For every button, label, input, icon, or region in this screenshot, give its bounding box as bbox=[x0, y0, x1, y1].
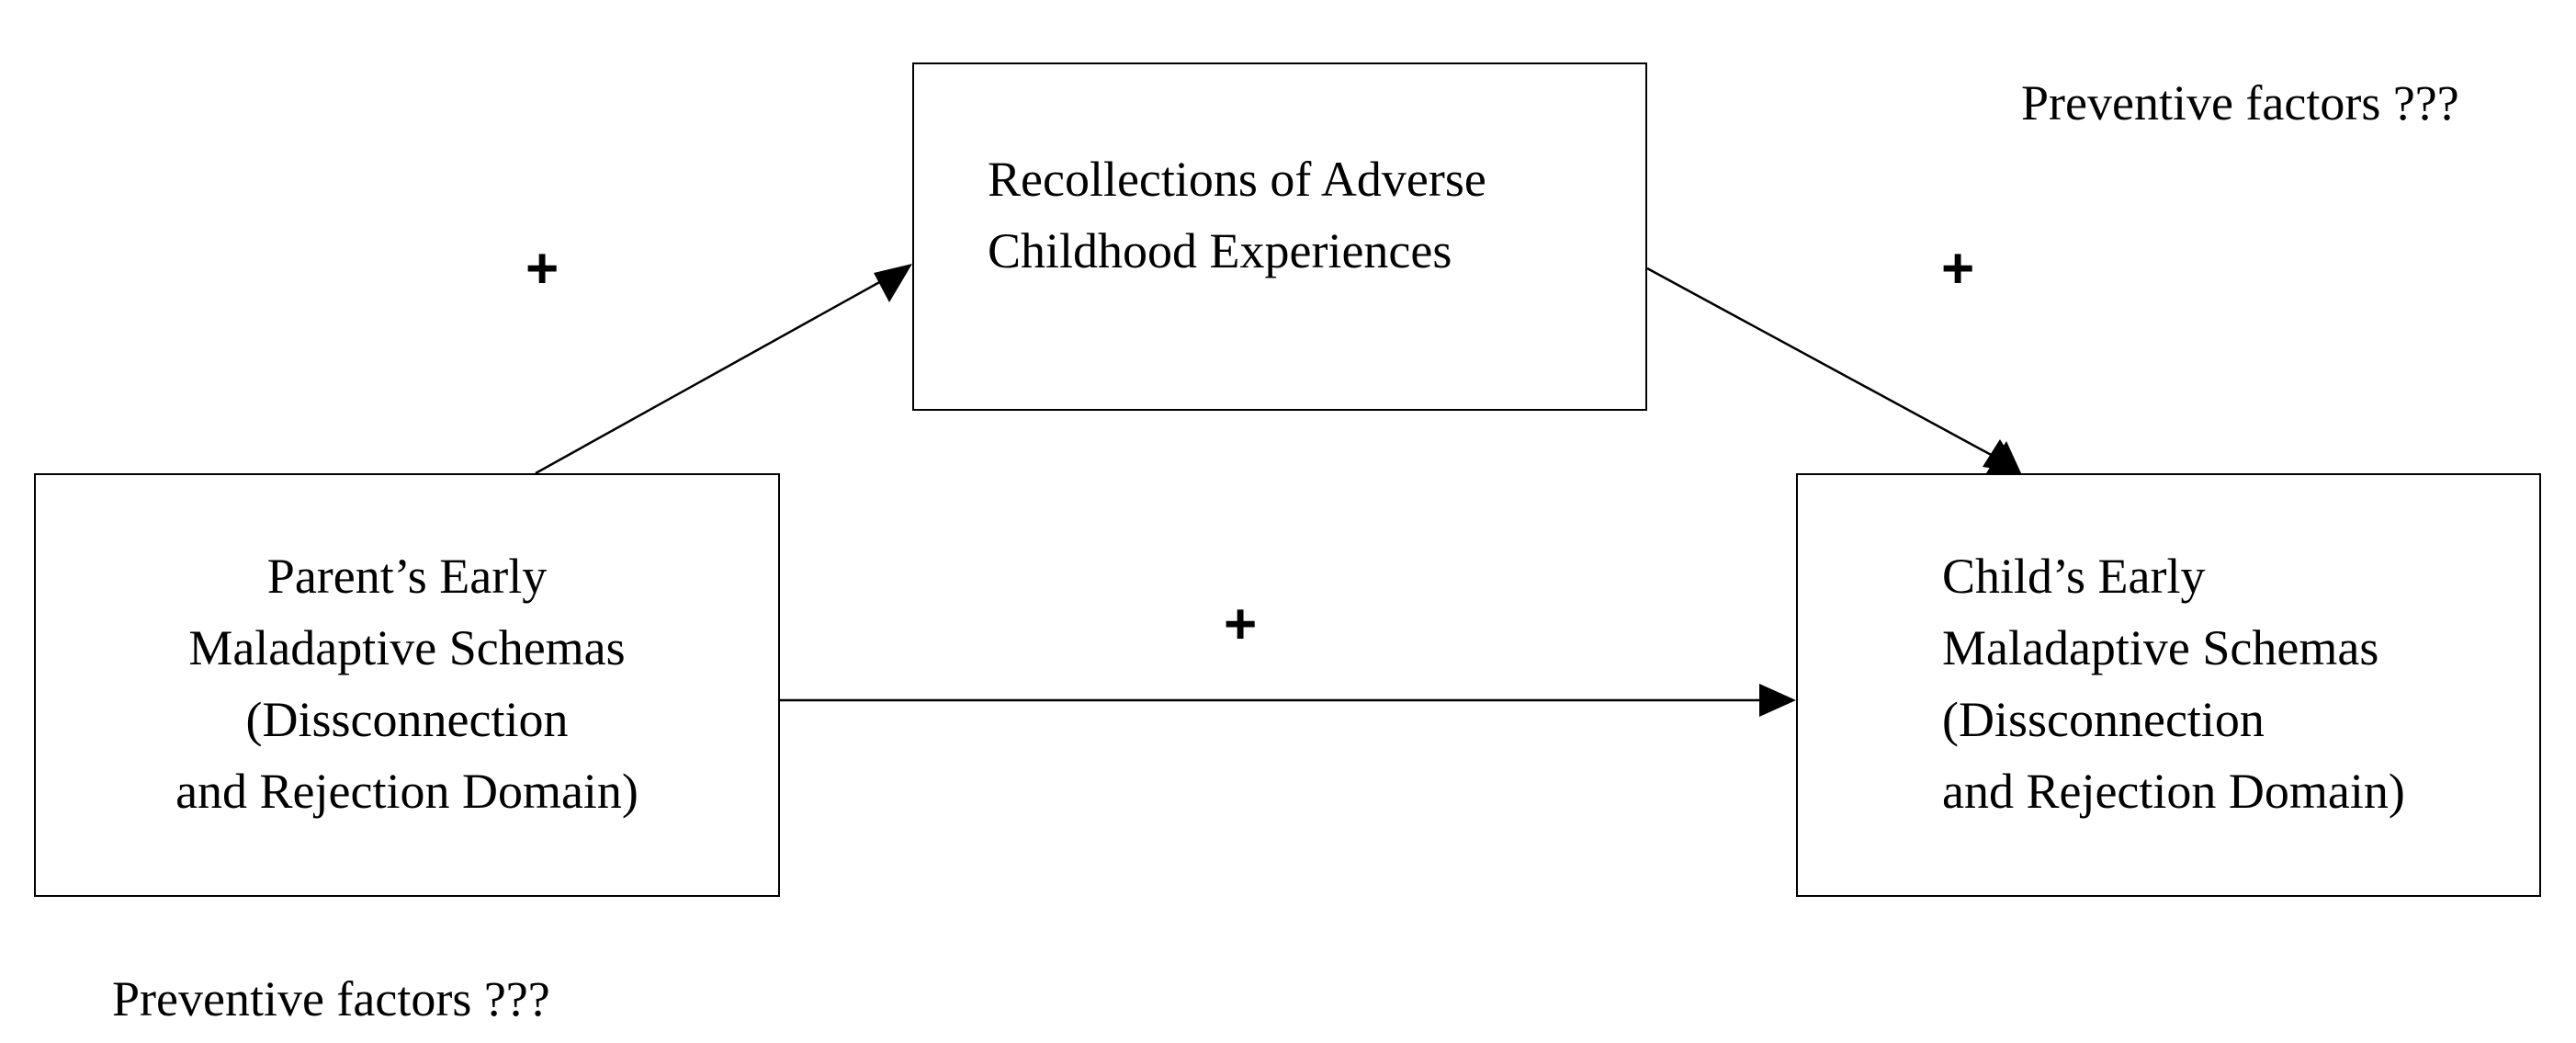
child-label-line: Maladaptive Schemas bbox=[1942, 620, 2379, 675]
mediator-box: Recollections of Adverse Childhood Exper… bbox=[912, 62, 1647, 411]
child-schemas-label: Child’s Early Maladaptive Schemas (Dissc… bbox=[1942, 540, 2405, 827]
sign-parent-to-mediator: + bbox=[525, 237, 559, 300]
child-label-line: (Dissconnection bbox=[1942, 692, 2265, 747]
child-label-line: and Rejection Domain) bbox=[1942, 764, 2405, 819]
mediator-label-line: Recollections of Adverse bbox=[988, 152, 1486, 207]
parent-label-line: (Dissconnection bbox=[245, 692, 569, 747]
parent-schemas-box: Parent’s Early Maladaptive Schemas (Diss… bbox=[34, 473, 780, 897]
child-schemas-box: Child’s Early Maladaptive Schemas (Dissc… bbox=[1796, 473, 2541, 897]
preventive-factors-note-top: Preventive factors ??? bbox=[2021, 75, 2459, 130]
parent-label-line: and Rejection Domain) bbox=[175, 764, 638, 819]
parent-label-line: Maladaptive Schemas bbox=[188, 620, 626, 675]
child-label-line: Child’s Early bbox=[1942, 549, 2206, 604]
sign-parent-to-child: + bbox=[1224, 593, 1258, 656]
parent-schemas-label: Parent’s Early Maladaptive Schemas (Diss… bbox=[36, 540, 778, 827]
arrow-mediator-to-child bbox=[1646, 266, 2021, 473]
arrow-parent-to-child bbox=[780, 684, 1796, 717]
parent-label-line: Parent’s Early bbox=[266, 549, 548, 604]
sign-mediator-to-child: + bbox=[1941, 237, 1975, 300]
arrow-parent-to-mediator bbox=[535, 264, 912, 475]
mediator-label-line: Childhood Experiences bbox=[988, 223, 1452, 278]
preventive-factors-note-bottom: Preventive factors ??? bbox=[112, 971, 550, 1026]
mediator-label: Recollections of Adverse Childhood Exper… bbox=[988, 143, 1486, 287]
